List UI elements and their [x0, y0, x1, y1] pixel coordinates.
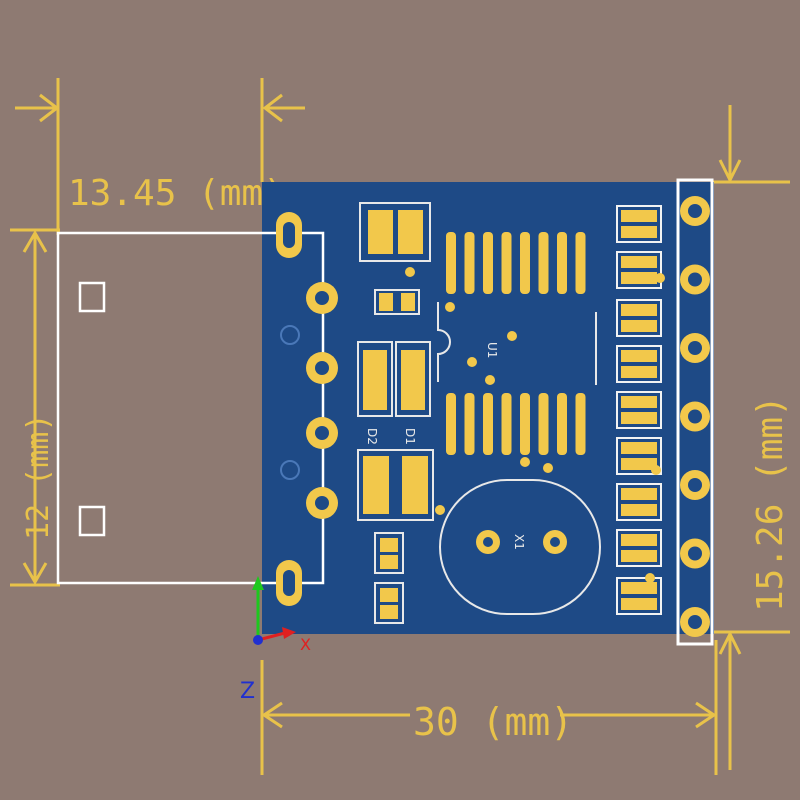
label-d2: D2: [365, 428, 379, 445]
dimension-usb-height: [10, 228, 60, 587]
u1-pad: [575, 393, 586, 455]
u1-pad: [575, 232, 586, 294]
u1-pad: [501, 393, 512, 455]
dimension-top-offset-label: 13.45 (mm): [68, 173, 285, 214]
u1-pad: [538, 393, 549, 455]
header-pin-hole: [688, 204, 702, 218]
pin-header: [676, 178, 714, 646]
passive-component: [616, 529, 662, 567]
passive-component: [616, 437, 662, 475]
u1-pad: [538, 232, 549, 294]
passive-component: [616, 205, 662, 243]
label-u1: U1: [485, 342, 499, 358]
u1-pad: [446, 232, 456, 294]
vias: [405, 267, 665, 583]
passive-component: [616, 345, 662, 383]
usb-connector-outline: [56, 231, 325, 585]
u1-pad: [501, 232, 512, 294]
u1-pad: [520, 393, 530, 455]
passive-component: [616, 299, 662, 337]
u1-pad: [446, 393, 456, 455]
axis-z-label: Z: [240, 679, 255, 704]
dimension-board-width: [260, 640, 718, 775]
capacitors-bottom-left: [357, 449, 434, 624]
dimension-board-width-label: 30 (mm): [413, 700, 573, 744]
dimension-header-height-label: 15.26 (mm): [750, 395, 791, 612]
passive-component: [616, 577, 662, 615]
usb-pads: [276, 212, 338, 606]
header-pin-hole: [688, 341, 702, 355]
diode-d2: [357, 341, 393, 417]
header-pin-hole: [688, 272, 702, 287]
coordinate-axes: [252, 576, 296, 645]
capacitor-c1-top: [359, 202, 431, 262]
header-pin-hole: [688, 615, 702, 629]
dimension-usb-height-label: 12 (mm): [21, 414, 56, 540]
dimension-header-height: [712, 105, 790, 770]
diode-d1: [395, 341, 431, 417]
header-pin-hole: [688, 409, 702, 424]
header-pin-hole: [688, 478, 702, 492]
u1-pad: [464, 232, 475, 294]
u1-pad: [464, 393, 475, 455]
u1-pad: [483, 393, 493, 455]
passive-component: [616, 483, 662, 521]
axis-x-label: X: [300, 635, 311, 654]
label-d1: D1: [403, 428, 417, 445]
crystal-x1: [439, 479, 601, 615]
u1-pad: [483, 232, 493, 294]
ic-u1: [437, 232, 586, 455]
right-column-passives: [616, 205, 662, 615]
header-pin-hole: [688, 546, 702, 561]
u1-pad: [520, 232, 530, 294]
u1-pad: [557, 393, 567, 455]
passive-component: [616, 251, 662, 289]
u1-pad: [557, 232, 567, 294]
resistor-r-small: [374, 289, 420, 315]
passive-component: [616, 391, 662, 429]
dimension-top-offset: [15, 78, 305, 235]
label-x1: X1: [512, 534, 526, 550]
